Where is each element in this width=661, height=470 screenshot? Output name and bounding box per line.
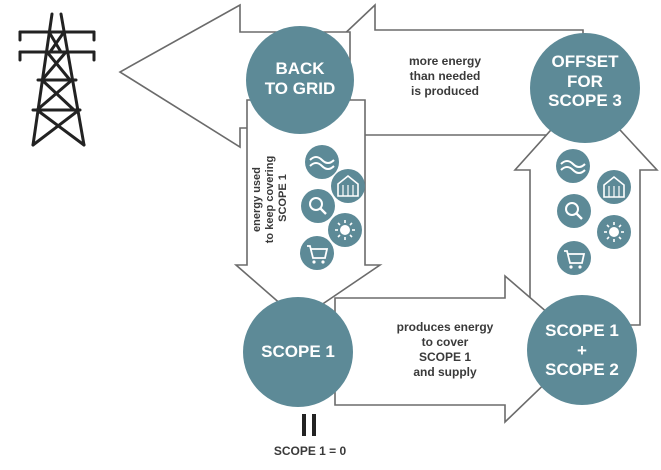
offset-scope3-circle [530,33,640,143]
cart-icon [300,236,334,270]
power-tower-icon [18,12,96,147]
back-to-grid-label: BACK TO GRID [264,59,336,98]
offset-scope3-label: OFFSET FOR SCOPE 3 [548,52,622,111]
left-vertical-label: energy used to keep covering SCOPE 1 [251,153,289,243]
greenhouse-icon [597,170,631,204]
scope1-circle [243,297,353,407]
sun-icon [328,213,362,247]
magnifier-icon [301,189,335,223]
scope12-label: SCOPE 1 + SCOPE 2 [545,321,619,380]
cart-icon [557,241,591,275]
scope1-result-label: SCOPE 1 = 0 [273,444,347,458]
scope1-label: SCOPE 1 [261,342,335,361]
wave-icon [556,149,590,183]
left-icon-cluster [300,145,365,270]
equals-sign: = [300,414,322,436]
right-icon-cluster [556,149,631,275]
scope12-circle [527,295,637,405]
wave-icon [305,145,339,179]
greenhouse-icon [331,169,365,203]
sun-icon [597,215,631,249]
back-to-grid-circle [246,26,354,134]
middle-edge-label: produces energy to cover SCOPE 1 and sup… [396,320,494,379]
magnifier-icon [557,194,591,228]
top-edge-label: more energy than needed is produced [408,54,482,98]
